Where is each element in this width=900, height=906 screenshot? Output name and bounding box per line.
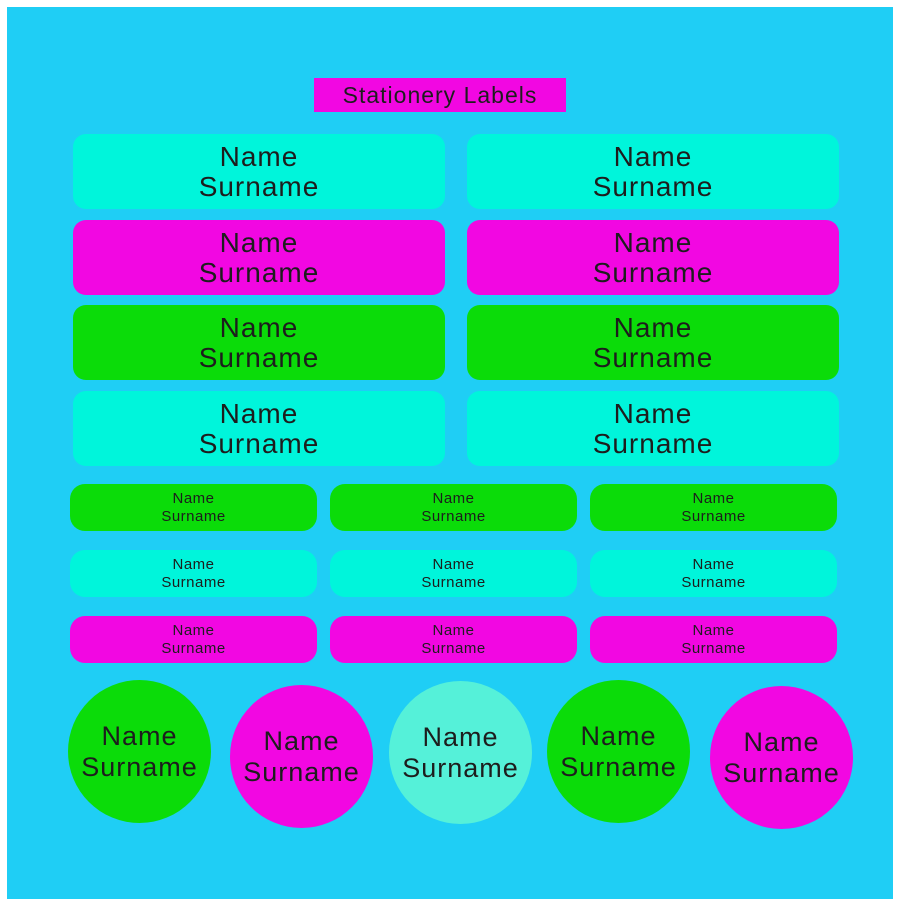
name-text: Name xyxy=(219,141,299,173)
name-text: Name xyxy=(432,622,475,640)
surname-text: Surname xyxy=(681,573,746,591)
surname-text: Surname xyxy=(592,256,714,288)
name-text: Name xyxy=(172,490,215,508)
small-label-row3-col3: Name Surname xyxy=(590,616,837,663)
page-title-text: Stationery Labels xyxy=(342,81,538,108)
surname-text: Surname xyxy=(592,427,714,459)
name-text: Name xyxy=(219,312,299,344)
surname-text: Surname xyxy=(681,639,746,657)
small-label-row2-col2: Name Surname xyxy=(330,550,577,597)
large-label-row3-right: Name Surname xyxy=(467,305,839,380)
name-text: Name xyxy=(432,556,475,574)
large-label-row1-right: Name Surname xyxy=(467,134,839,209)
surname-text: Surname xyxy=(421,507,486,525)
surname-text: Surname xyxy=(198,256,320,288)
circle-label-4: Name Surname xyxy=(547,680,690,823)
name-text: Name xyxy=(219,227,299,259)
page-title: Stationery Labels xyxy=(314,78,566,112)
name-text: Name xyxy=(743,727,820,758)
large-label-row4-left: Name Surname xyxy=(73,391,445,466)
surname-text: Surname xyxy=(161,573,226,591)
name-text: Name xyxy=(613,312,693,344)
circle-label-3: Name Surname xyxy=(389,681,532,824)
name-text: Name xyxy=(613,141,693,173)
surname-text: Surname xyxy=(421,639,486,657)
circle-label-1: Name Surname xyxy=(68,680,211,823)
surname-text: Surname xyxy=(560,751,677,782)
small-label-row1-col1: Name Surname xyxy=(70,484,317,531)
name-text: Name xyxy=(580,721,657,752)
name-text: Name xyxy=(692,622,735,640)
surname-text: Surname xyxy=(592,341,714,373)
name-text: Name xyxy=(172,622,215,640)
circle-label-5: Name Surname xyxy=(710,686,853,829)
surname-text: Surname xyxy=(198,341,320,373)
small-label-row2-col3: Name Surname xyxy=(590,550,837,597)
surname-text: Surname xyxy=(161,639,226,657)
surname-text: Surname xyxy=(161,507,226,525)
surname-text: Surname xyxy=(243,756,360,787)
name-text: Name xyxy=(219,398,299,430)
surname-text: Surname xyxy=(681,507,746,525)
surname-text: Surname xyxy=(421,573,486,591)
surname-text: Surname xyxy=(198,427,320,459)
small-label-row3-col2: Name Surname xyxy=(330,616,577,663)
name-text: Name xyxy=(263,726,340,757)
name-text: Name xyxy=(692,556,735,574)
small-label-row3-col1: Name Surname xyxy=(70,616,317,663)
surname-text: Surname xyxy=(402,752,519,783)
large-label-row2-left: Name Surname xyxy=(73,220,445,295)
name-text: Name xyxy=(613,398,693,430)
name-text: Name xyxy=(613,227,693,259)
name-text: Name xyxy=(172,556,215,574)
large-label-row1-left: Name Surname xyxy=(73,134,445,209)
name-text: Name xyxy=(692,490,735,508)
large-label-row3-left: Name Surname xyxy=(73,305,445,380)
small-label-row2-col1: Name Surname xyxy=(70,550,317,597)
name-text: Name xyxy=(422,722,499,753)
large-label-row4-right: Name Surname xyxy=(467,391,839,466)
small-label-row1-col2: Name Surname xyxy=(330,484,577,531)
name-text: Name xyxy=(432,490,475,508)
small-label-row1-col3: Name Surname xyxy=(590,484,837,531)
large-label-row2-right: Name Surname xyxy=(467,220,839,295)
name-text: Name xyxy=(101,721,178,752)
surname-text: Surname xyxy=(723,757,840,788)
surname-text: Surname xyxy=(592,170,714,202)
surname-text: Surname xyxy=(81,751,198,782)
circle-label-2: Name Surname xyxy=(230,685,373,828)
surname-text: Surname xyxy=(198,170,320,202)
